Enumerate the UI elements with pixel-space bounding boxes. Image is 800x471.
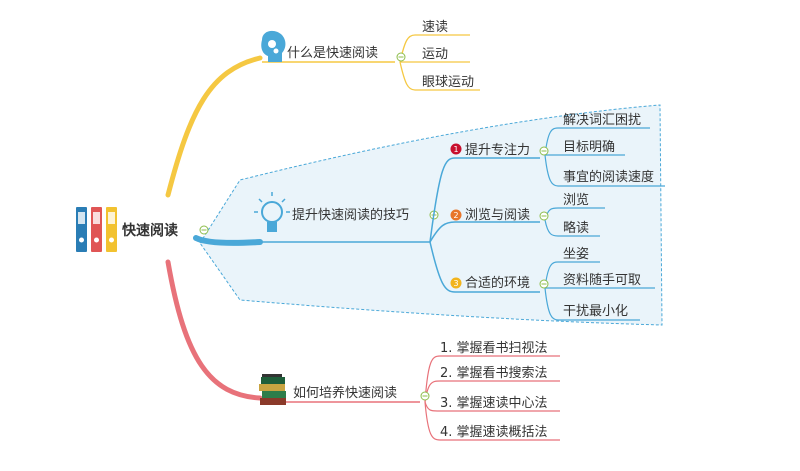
branch-line-what: [165, 55, 263, 198]
priority-marker: 1: [453, 145, 458, 154]
head-gears-icon: [261, 30, 286, 62]
branch-child[interactable]: 3. 掌握速读中心法: [440, 396, 548, 411]
priority-marker: 2: [453, 211, 458, 220]
subtopic-child[interactable]: 略读: [563, 220, 589, 236]
subtopic-label[interactable]: 提升专注力: [465, 142, 530, 158]
branch-child[interactable]: 眼球运动: [422, 75, 474, 90]
binders-icon: [76, 207, 117, 252]
branch-child[interactable]: 1. 掌握看书扫视法: [440, 340, 548, 356]
subtopic-child[interactable]: 事宜的阅读速度: [563, 169, 654, 185]
subtopic-child[interactable]: 坐姿: [563, 246, 589, 262]
priority-1-icon: [450, 143, 462, 155]
subtopic-child[interactable]: 干扰最小化: [563, 304, 628, 319]
branch-label-how[interactable]: 如何培养快速阅读: [293, 385, 397, 401]
subtopic-child[interactable]: 解决词汇困扰: [563, 113, 641, 128]
branch-child[interactable]: 速读: [422, 20, 448, 35]
branch-line-tips: [193, 235, 263, 246]
subtopic-child[interactable]: 目标明确: [563, 140, 615, 155]
lightbulb-icon: [254, 192, 290, 232]
subtopic-child[interactable]: 浏览: [563, 192, 589, 208]
priority-marker: 3: [453, 279, 458, 288]
branch-child[interactable]: 4. 掌握速读概括法: [440, 425, 548, 440]
branch-child[interactable]: 运动: [422, 47, 448, 62]
branch-label-tips[interactable]: 提升快速阅读的技巧: [292, 207, 409, 223]
branch-label-what[interactable]: 什么是快速阅读: [287, 46, 378, 61]
books-icon: [259, 374, 286, 405]
root-label[interactable]: 快速阅读: [122, 222, 178, 239]
subtopic-label[interactable]: 浏览与阅读: [465, 207, 530, 223]
subtopic-label[interactable]: 合适的环境: [465, 275, 530, 291]
subtopic-child[interactable]: 资料随手可取: [563, 273, 641, 288]
branch-child[interactable]: 2. 掌握看书搜索法: [440, 365, 548, 381]
priority-2-icon: [450, 209, 462, 221]
priority-3-icon: [450, 277, 462, 289]
branch-line-how: [165, 259, 263, 401]
